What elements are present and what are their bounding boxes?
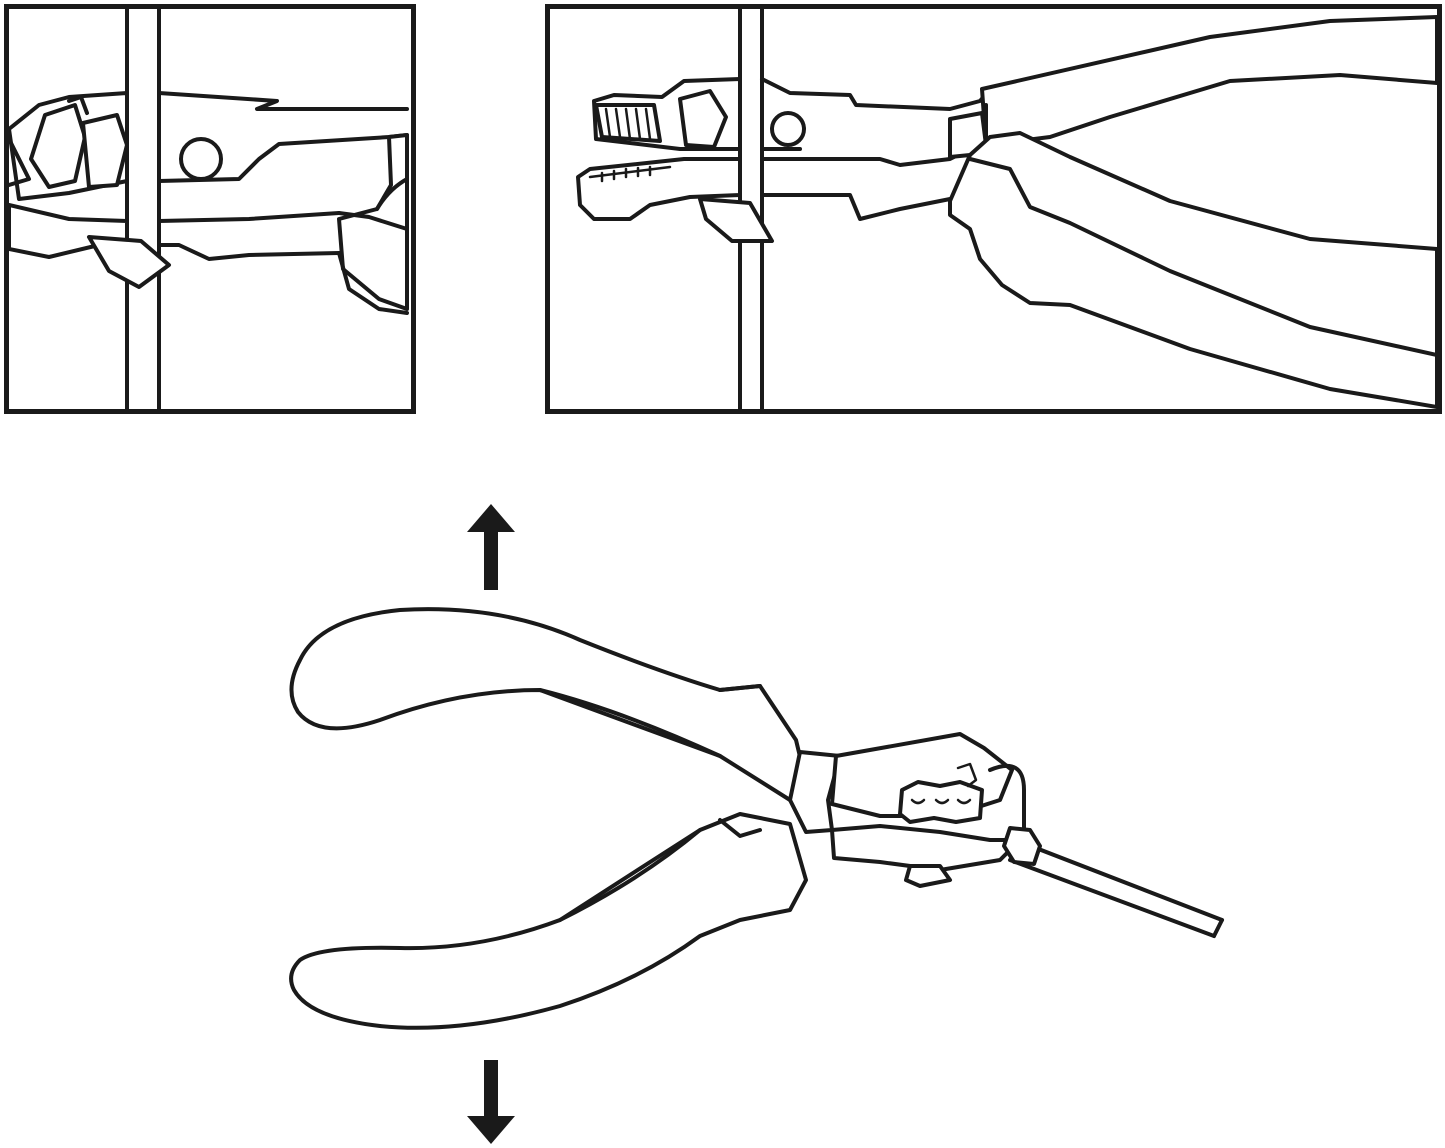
- stop-tab: [904, 864, 952, 888]
- stripping-notch: [179, 137, 223, 181]
- stripping-notch: [770, 111, 806, 147]
- lower-handle-bottom: [337, 251, 409, 315]
- upper-jaw: [592, 77, 992, 151]
- detail-panel-left: [4, 4, 416, 414]
- upper-handle: [289, 607, 810, 802]
- arrow-up-icon: [467, 504, 515, 590]
- jaw-teeth: [898, 762, 984, 824]
- detail-panel-right: [545, 4, 1442, 414]
- lower-jaw: [830, 824, 1022, 872]
- stripper-jaws-illustration: [576, 9, 1437, 409]
- stop-tab: [698, 197, 774, 243]
- upper-jaw: [9, 91, 409, 201]
- lower-handle: [948, 131, 1437, 409]
- arrow-down-icon: [467, 1060, 515, 1144]
- stripper-closeup-illustration: [9, 9, 409, 409]
- lower-jaw: [9, 137, 341, 289]
- wire-vertical: [125, 9, 161, 409]
- wire-clamp: [1002, 826, 1042, 866]
- lower-handle: [289, 812, 808, 1030]
- wire: [1002, 826, 1224, 938]
- lower-handle-top: [337, 211, 409, 231]
- stop-tab: [87, 235, 171, 289]
